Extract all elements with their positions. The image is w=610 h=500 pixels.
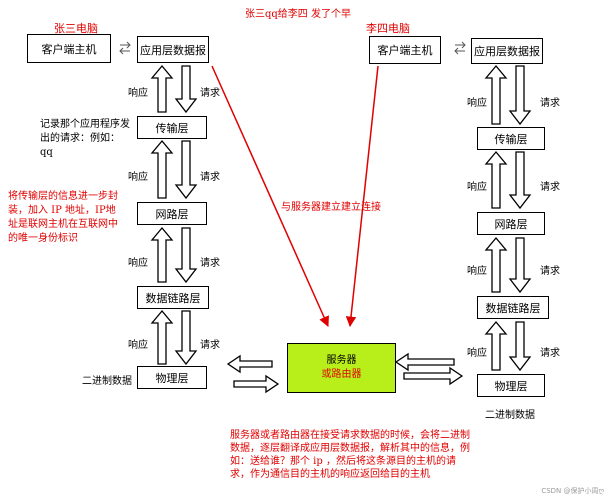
left-response-label-1: 响应 bbox=[128, 88, 148, 99]
left-datalink-layer-box: 数据链路层 bbox=[137, 286, 209, 309]
server-label: 服务器 bbox=[326, 355, 357, 366]
right-request-label-1: 请求 bbox=[540, 98, 560, 109]
right-application-layer-box: 应用层数据报 bbox=[471, 38, 543, 64]
left-response-label-2: 响应 bbox=[128, 172, 148, 183]
watermark: CSDN @保护小周ღ bbox=[541, 487, 604, 495]
server-link-arrows bbox=[226, 352, 464, 394]
server-box: 服务器 或路由器 bbox=[287, 343, 396, 393]
left-request-label-4: 请求 bbox=[200, 340, 220, 351]
server-note: 服务器或者路由器在接受请求数据的时候，会将二进制数据，逐层翻译成应用层数据报，解… bbox=[230, 430, 470, 480]
right-response-label-3: 响应 bbox=[467, 266, 487, 277]
left-client-host-box: 客户端主机 bbox=[27, 34, 111, 63]
left-down-arrow-4 bbox=[174, 310, 198, 366]
left-down-arrow-1 bbox=[174, 65, 198, 114]
left-red-line bbox=[211, 65, 329, 327]
right-response-label-1: 响应 bbox=[467, 98, 487, 109]
right-datalink-layer-box: 数据链路层 bbox=[477, 296, 549, 319]
left-host-name: 张三电脑 bbox=[54, 22, 98, 35]
left-transport-layer-box: 传输层 bbox=[137, 116, 207, 139]
right-request-label-2: 请求 bbox=[540, 182, 560, 193]
server-to-right-arrow bbox=[403, 366, 464, 386]
red-connection-lines bbox=[211, 65, 379, 328]
left-down-arrow-3 bbox=[174, 227, 198, 284]
right-network-layer-box: 网路层 bbox=[477, 212, 545, 235]
right-swap-icon bbox=[454, 41, 466, 55]
left-to-server-arrow bbox=[226, 354, 273, 374]
left-application-layer-box: 应用层数据报 bbox=[137, 36, 209, 63]
right-physical-layer-box: 物理层 bbox=[477, 374, 545, 397]
left-response-label-4: 响应 bbox=[128, 340, 148, 351]
transport-note: 记录那个应用程序发出的请求：例如：qq bbox=[40, 119, 130, 158]
right-transport-layer-box: 传输层 bbox=[477, 127, 545, 150]
left-arrow-group bbox=[150, 64, 198, 366]
right-up-arrow-3 bbox=[484, 236, 508, 293]
right-up-arrow-4 bbox=[484, 320, 508, 371]
server-to-left-arrow bbox=[233, 374, 280, 394]
left-request-label-2: 请求 bbox=[200, 172, 220, 183]
left-swap-icon bbox=[119, 41, 131, 55]
diagram-title: 张三qq给李四 发了个早 bbox=[245, 9, 351, 20]
right-arrow-group bbox=[484, 64, 532, 372]
right-response-label-2: 响应 bbox=[467, 182, 487, 193]
right-binary-label: 二进制数据 bbox=[485, 410, 535, 421]
router-label: 或路由器 bbox=[321, 369, 362, 380]
left-request-label-3: 请求 bbox=[200, 258, 220, 269]
right-to-server-arrow bbox=[394, 352, 455, 372]
right-down-arrow-3 bbox=[508, 237, 532, 294]
network-note: 将传输层的信息进一步封装，加入 IP 地址，IP地址是联网主机在互联网中的唯一身… bbox=[8, 191, 118, 244]
left-down-arrow-2 bbox=[174, 140, 198, 200]
right-down-arrow-2 bbox=[508, 151, 532, 210]
right-request-label-3: 请求 bbox=[540, 266, 560, 277]
right-red-line bbox=[345, 65, 379, 328]
right-response-label-4: 响应 bbox=[467, 348, 487, 359]
right-up-arrow-2 bbox=[484, 150, 508, 209]
left-up-arrow-2 bbox=[150, 139, 174, 199]
left-up-arrow-1 bbox=[150, 64, 174, 113]
left-up-arrow-4 bbox=[150, 309, 174, 365]
left-network-layer-box: 网路层 bbox=[137, 202, 207, 225]
left-up-arrow-3 bbox=[150, 226, 174, 283]
right-down-arrow-4 bbox=[508, 321, 532, 372]
left-request-label-1: 请求 bbox=[200, 88, 220, 99]
right-host-name: 李四电脑 bbox=[366, 22, 410, 35]
right-up-arrow-1 bbox=[484, 64, 508, 125]
right-request-label-4: 请求 bbox=[540, 348, 560, 359]
left-physical-layer-box: 物理层 bbox=[137, 366, 207, 389]
right-down-arrow-1 bbox=[508, 65, 532, 126]
left-binary-label: 二进制数据 bbox=[82, 376, 132, 387]
swap-icons bbox=[119, 41, 466, 55]
connect-note: 与服务器建立建立连接 bbox=[281, 202, 381, 213]
left-response-label-3: 响应 bbox=[128, 258, 148, 269]
right-client-host-box: 客户端主机 bbox=[369, 36, 441, 64]
